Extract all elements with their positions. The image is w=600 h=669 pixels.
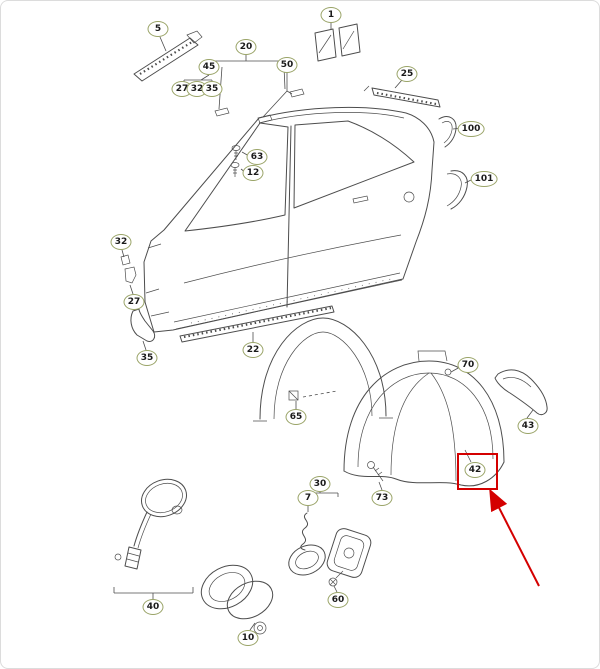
part-63-screw — [231, 145, 241, 160]
callout-22[interactable]: 22 — [242, 342, 264, 358]
callout-10[interactable]: 10 — [237, 630, 259, 646]
part-1-sheets — [314, 23, 361, 62]
callout-32[interactable]: 32 — [110, 234, 132, 250]
car-body-outline — [143, 106, 435, 333]
callout-63[interactable]: 63 — [246, 149, 268, 165]
callout-50[interactable]: 50 — [276, 57, 298, 73]
highlight-box — [457, 453, 498, 490]
roof-clips — [214, 88, 305, 124]
callout-25[interactable]: 25 — [396, 66, 418, 82]
callout-30[interactable]: 30 — [309, 476, 331, 492]
callout-42[interactable]: 42 — [464, 462, 486, 478]
part-10-filler-door — [200, 564, 274, 635]
callout-70[interactable]: 70 — [457, 357, 479, 373]
part-25-strip — [363, 85, 441, 108]
part-73-screw — [367, 461, 384, 482]
callout-101[interactable]: 101 — [470, 171, 498, 187]
callout-65[interactable]: 65 — [285, 409, 307, 425]
part-40-release-cable — [114, 478, 187, 570]
part-65-clip — [288, 390, 299, 401]
part-12-screw — [230, 162, 240, 177]
part-43-bracket — [494, 369, 548, 416]
callout-40[interactable]: 40 — [142, 599, 164, 615]
part-22-sill-strip — [179, 305, 335, 343]
callout-35[interactable]: 35 — [136, 350, 158, 366]
wheel-arch-cover — [253, 317, 393, 422]
part-42-wheel-liner — [343, 350, 505, 487]
callout-43[interactable]: 43 — [517, 418, 539, 434]
callout-60[interactable]: 60 — [327, 592, 349, 608]
callout-73[interactable]: 73 — [371, 490, 393, 506]
callout-20[interactable]: 20 — [235, 39, 257, 55]
callout-45[interactable]: 45 — [198, 59, 220, 75]
callout-100[interactable]: 100 — [457, 121, 485, 137]
callout-1[interactable]: 1 — [320, 7, 342, 23]
callout-12[interactable]: 12 — [242, 165, 264, 181]
pointer-arrow-line — [489, 488, 540, 587]
part-5-trim-strip — [133, 30, 203, 82]
callout-27[interactable]: 27 — [123, 294, 145, 310]
callout-7[interactable]: 7 — [297, 490, 319, 506]
callout-5[interactable]: 5 — [147, 21, 169, 37]
part-flap-unit — [288, 512, 372, 587]
callout-35[interactable]: 35 — [201, 81, 223, 97]
left-clips — [120, 254, 156, 342]
part-101-bracket — [446, 170, 468, 210]
